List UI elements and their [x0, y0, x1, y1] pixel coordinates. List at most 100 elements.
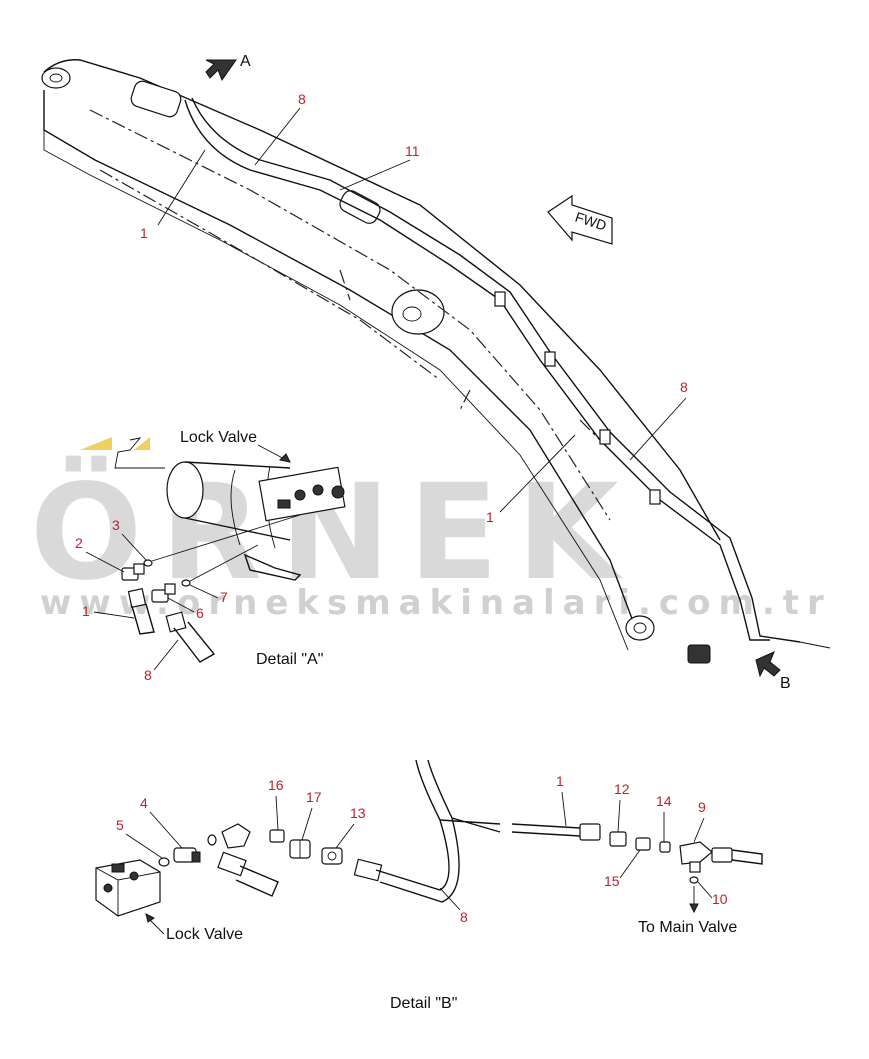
detail-b-callout-13: 13 [350, 805, 366, 821]
leader-8-top [254, 107, 301, 166]
boom-cylinder-mid [339, 190, 381, 224]
detail-a-oring-7 [181, 579, 191, 587]
hose-line-8 [191, 97, 801, 643]
detail-a-callout-6: 6 [196, 605, 204, 621]
detail-b-leader-16 [275, 795, 279, 831]
detail-a-leader-8 [153, 639, 179, 671]
detail-b-main-valve-arrowhead [689, 903, 699, 914]
detail-a-hose-1 [127, 588, 155, 635]
detail-b-callout-1: 1 [556, 773, 564, 789]
detail-a-cylinder-end [166, 461, 204, 519]
boom-hidden-line-1 [89, 109, 611, 521]
detail-a-callout-1: 1 [82, 603, 90, 619]
leader-1-mid [499, 434, 576, 513]
detail-a-leader-3 [121, 533, 147, 561]
detail-a-lock-valve [258, 466, 346, 522]
detail-b-callout-8: 8 [460, 909, 468, 925]
callout-1-mid: 1 [486, 509, 494, 525]
detail-a: Lock Valve 3 2 1 6 7 8 Detail "A" [75, 429, 346, 683]
detail-b-connector-4 [173, 847, 201, 863]
detail-a-leader-7 [189, 584, 219, 599]
watermark: ÖRNEK www.orneksmakinalari.com.tr [30, 437, 832, 623]
detail-b-leader-8 [439, 887, 461, 911]
detail-b-callout-16: 16 [268, 777, 284, 793]
detail-a-callout-8: 8 [144, 667, 152, 683]
callout-8-right: 8 [680, 379, 688, 395]
detail-b-callout-5: 5 [116, 817, 124, 833]
detail-b-leader-4 [149, 811, 183, 849]
detail-a-leader-1 [93, 611, 135, 619]
detail-a-oring7-leader [189, 544, 259, 582]
callout-8-top: 8 [298, 91, 306, 107]
boom-hidden-line-2 [99, 169, 441, 381]
detail-b-callout-15: 15 [604, 873, 620, 889]
detail-a-tube [114, 437, 165, 469]
detail-b-lock-valve [95, 859, 161, 917]
detail-a-cylinder-body [184, 461, 291, 541]
detail-a-hose-8 [165, 611, 216, 663]
detail-b: 4 5 16 17 13 1 8 12 14 15 9 10 Lock Valv… [95, 759, 763, 1012]
detail-a-leader-6 [167, 597, 195, 613]
watermark-accent-left [80, 437, 112, 450]
watermark-url: www.orneksmakinalari.com.tr [40, 583, 832, 623]
detail-a-lock-valve-label: Lock Valve [180, 429, 257, 446]
detail-b-part-16 [269, 829, 285, 843]
boom-hidden-line-3 [339, 269, 601, 441]
detail-b-callout-17: 17 [306, 789, 322, 805]
detail-b-elbow [221, 823, 251, 849]
detail-b-leader-15 [619, 849, 641, 879]
detail-b-tube-end [711, 847, 763, 865]
detail-b-leader-10 [697, 881, 713, 899]
view-arrow-a [205, 59, 237, 82]
watermark-accent-right [134, 437, 150, 450]
boom-foot-pin [41, 67, 71, 89]
detail-b-title: Detail "B" [390, 995, 457, 1012]
detail-a-title: Detail "A" [256, 651, 323, 668]
hose-clamp-2 [544, 351, 556, 367]
detail-b-adapter-13 [321, 847, 343, 865]
leader-11 [339, 159, 411, 191]
fwd-arrow: FWD [547, 194, 613, 245]
detail-a-bracket [243, 553, 302, 581]
detail-b-callout-10: 10 [712, 891, 728, 907]
detail-a-elbow-2 [121, 563, 145, 581]
hose-clamp-4 [649, 489, 661, 505]
boom-boss-bore [402, 306, 422, 322]
leader-1-top [157, 149, 206, 226]
leader-8-right [629, 397, 687, 461]
boom-foot-pin-bore [49, 73, 63, 83]
detail-b-oring-10 [689, 876, 699, 884]
detail-a-leader-2 [85, 551, 125, 573]
boom-bottom-edge [43, 90, 641, 641]
boom-tip-pin [625, 615, 655, 641]
boom-top-edge [43, 59, 721, 541]
detail-b-lock-valve-label: Lock Valve [166, 926, 243, 943]
detail-b-part-14 [659, 841, 671, 853]
detail-b-hose-stub [217, 851, 279, 897]
detail-a-oring-3 [143, 559, 153, 567]
hose-clamp-1 [494, 291, 506, 307]
detail-a-callout-2: 2 [75, 535, 83, 551]
detail-a-callout-7: 7 [220, 589, 228, 605]
view-label-b: B [780, 675, 791, 692]
detail-a-lock-valve-arrowhead [278, 453, 291, 463]
detail-b-leader-5 [125, 833, 163, 859]
detail-b-leader-1 [561, 791, 567, 827]
view-label-a: A [240, 53, 251, 70]
detail-a-oring-leader [151, 514, 301, 562]
detail-b-tee-9 [679, 841, 713, 873]
detail-b-callout-9: 9 [698, 799, 706, 815]
callout-11: 11 [405, 143, 420, 159]
hose-line-8-end [799, 641, 831, 649]
tip-lock-valve [687, 644, 711, 664]
view-arrow-b [755, 651, 781, 678]
detail-a-callout-3: 3 [112, 517, 120, 533]
detail-b-lock-valve-arrowhead [145, 913, 155, 923]
detail-b-leader-9 [693, 817, 705, 843]
boom-boss [391, 289, 445, 335]
boom-assembly: A B FWD 8 11 1 8 1 [41, 53, 831, 692]
detail-b-oring-5 [158, 857, 170, 867]
detail-b-leader-12 [617, 799, 621, 833]
detail-b-nut-17 [289, 839, 311, 859]
